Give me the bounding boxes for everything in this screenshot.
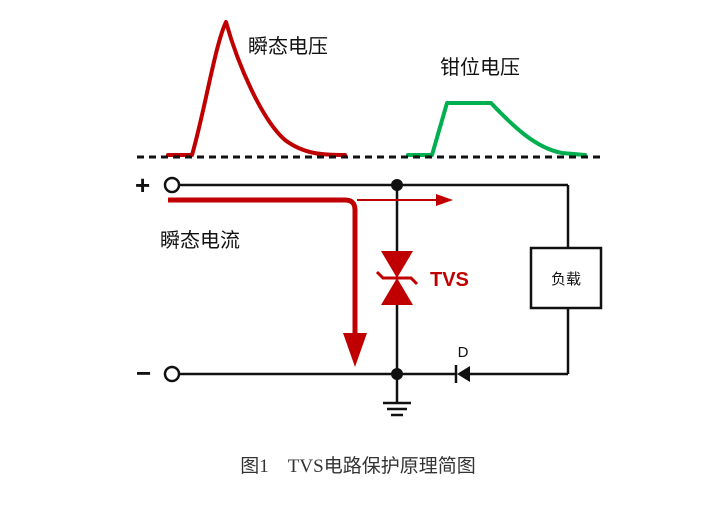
diode-label: D xyxy=(458,344,469,361)
ground-symbol xyxy=(383,374,411,417)
transient-current-path xyxy=(168,197,358,335)
load-label: 负载 xyxy=(551,271,581,288)
tvs-label: TVS xyxy=(430,269,469,291)
clamp-voltage-waveform xyxy=(406,101,587,157)
transient-voltage-waveform xyxy=(166,20,347,157)
tvs-diode-symbol xyxy=(375,251,419,305)
negative-terminal xyxy=(163,365,181,383)
minus-sign: − xyxy=(136,358,151,388)
diode-symbol xyxy=(454,365,470,383)
positive-terminal xyxy=(163,176,181,194)
clamp-voltage-label: 钳位电压 xyxy=(440,56,520,79)
top-junction-dot xyxy=(391,179,403,191)
load-box xyxy=(529,246,603,310)
load-current-arrowhead xyxy=(436,194,453,206)
transient-current-arrowhead xyxy=(343,333,367,367)
transient-voltage-label: 瞬态电压 xyxy=(248,35,328,58)
transient-current-label: 瞬态电流 xyxy=(160,229,240,252)
figure-caption: 图1 TVS电路保护原理简图 xyxy=(240,455,475,477)
plus-sign: + xyxy=(135,170,150,200)
